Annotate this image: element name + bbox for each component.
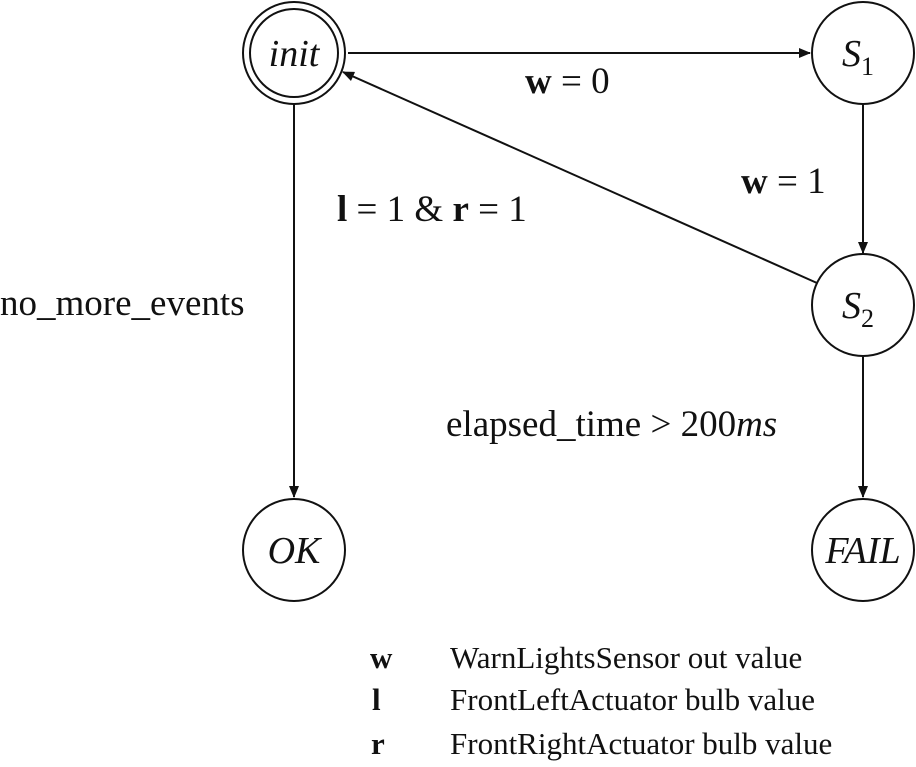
state-fail: FAIL — [811, 498, 915, 602]
label-init-s1: w = 0 — [525, 61, 610, 102]
legend-symbol: w — [370, 640, 393, 675]
label-init-s1-var: w — [525, 61, 552, 102]
legend-symbol: l — [372, 682, 381, 717]
label-s2-fail: elapsed_time > 200ms — [446, 404, 777, 445]
state-init-label: init — [269, 33, 321, 75]
state-s1-subscript: 1 — [861, 52, 874, 81]
label-s2-init: l = 1 & r = 1 — [337, 189, 527, 230]
edge-s2-to-init — [342, 71, 818, 284]
label-s1-s2-var: w — [741, 161, 768, 202]
label-s2-fail-unit: ms — [736, 404, 777, 445]
legend-symbol: r — [371, 726, 385, 761]
label-init-ok: no_more_events — [0, 283, 245, 324]
svg-text:S1: S1 — [842, 33, 874, 81]
state-s2: S2 — [811, 253, 915, 357]
state-s1-label: S — [842, 33, 861, 75]
svg-text:S2: S2 — [842, 285, 874, 333]
state-s2-label: S — [842, 285, 861, 327]
state-s2-subscript: 2 — [861, 304, 874, 333]
state-s1: S1 — [811, 1, 915, 105]
label-init-s1-rest: = 0 — [552, 61, 610, 102]
state-ok-label: OK — [268, 530, 322, 572]
label-s1-s2: w = 1 — [741, 161, 826, 202]
legend-description: FrontLeftActuator bulb value — [450, 682, 816, 717]
label-s2-fail-text: elapsed_time > 200 — [446, 404, 736, 445]
label-s2-init-var2: r — [452, 189, 468, 230]
state-ok: OK — [242, 498, 346, 602]
state-fail-label: FAIL — [824, 530, 900, 572]
label-s1-s2-rest: = 1 — [768, 161, 826, 202]
label-s2-init-var1: l — [337, 189, 347, 230]
label-s2-init-mid: = 1 & — [347, 189, 452, 230]
label-s2-init-rest: = 1 — [469, 189, 527, 230]
state-init: init — [242, 1, 346, 105]
legend-description: WarnLightsSensor out value — [450, 640, 803, 675]
legend-description: FrontRightActuator bulb value — [450, 726, 833, 761]
